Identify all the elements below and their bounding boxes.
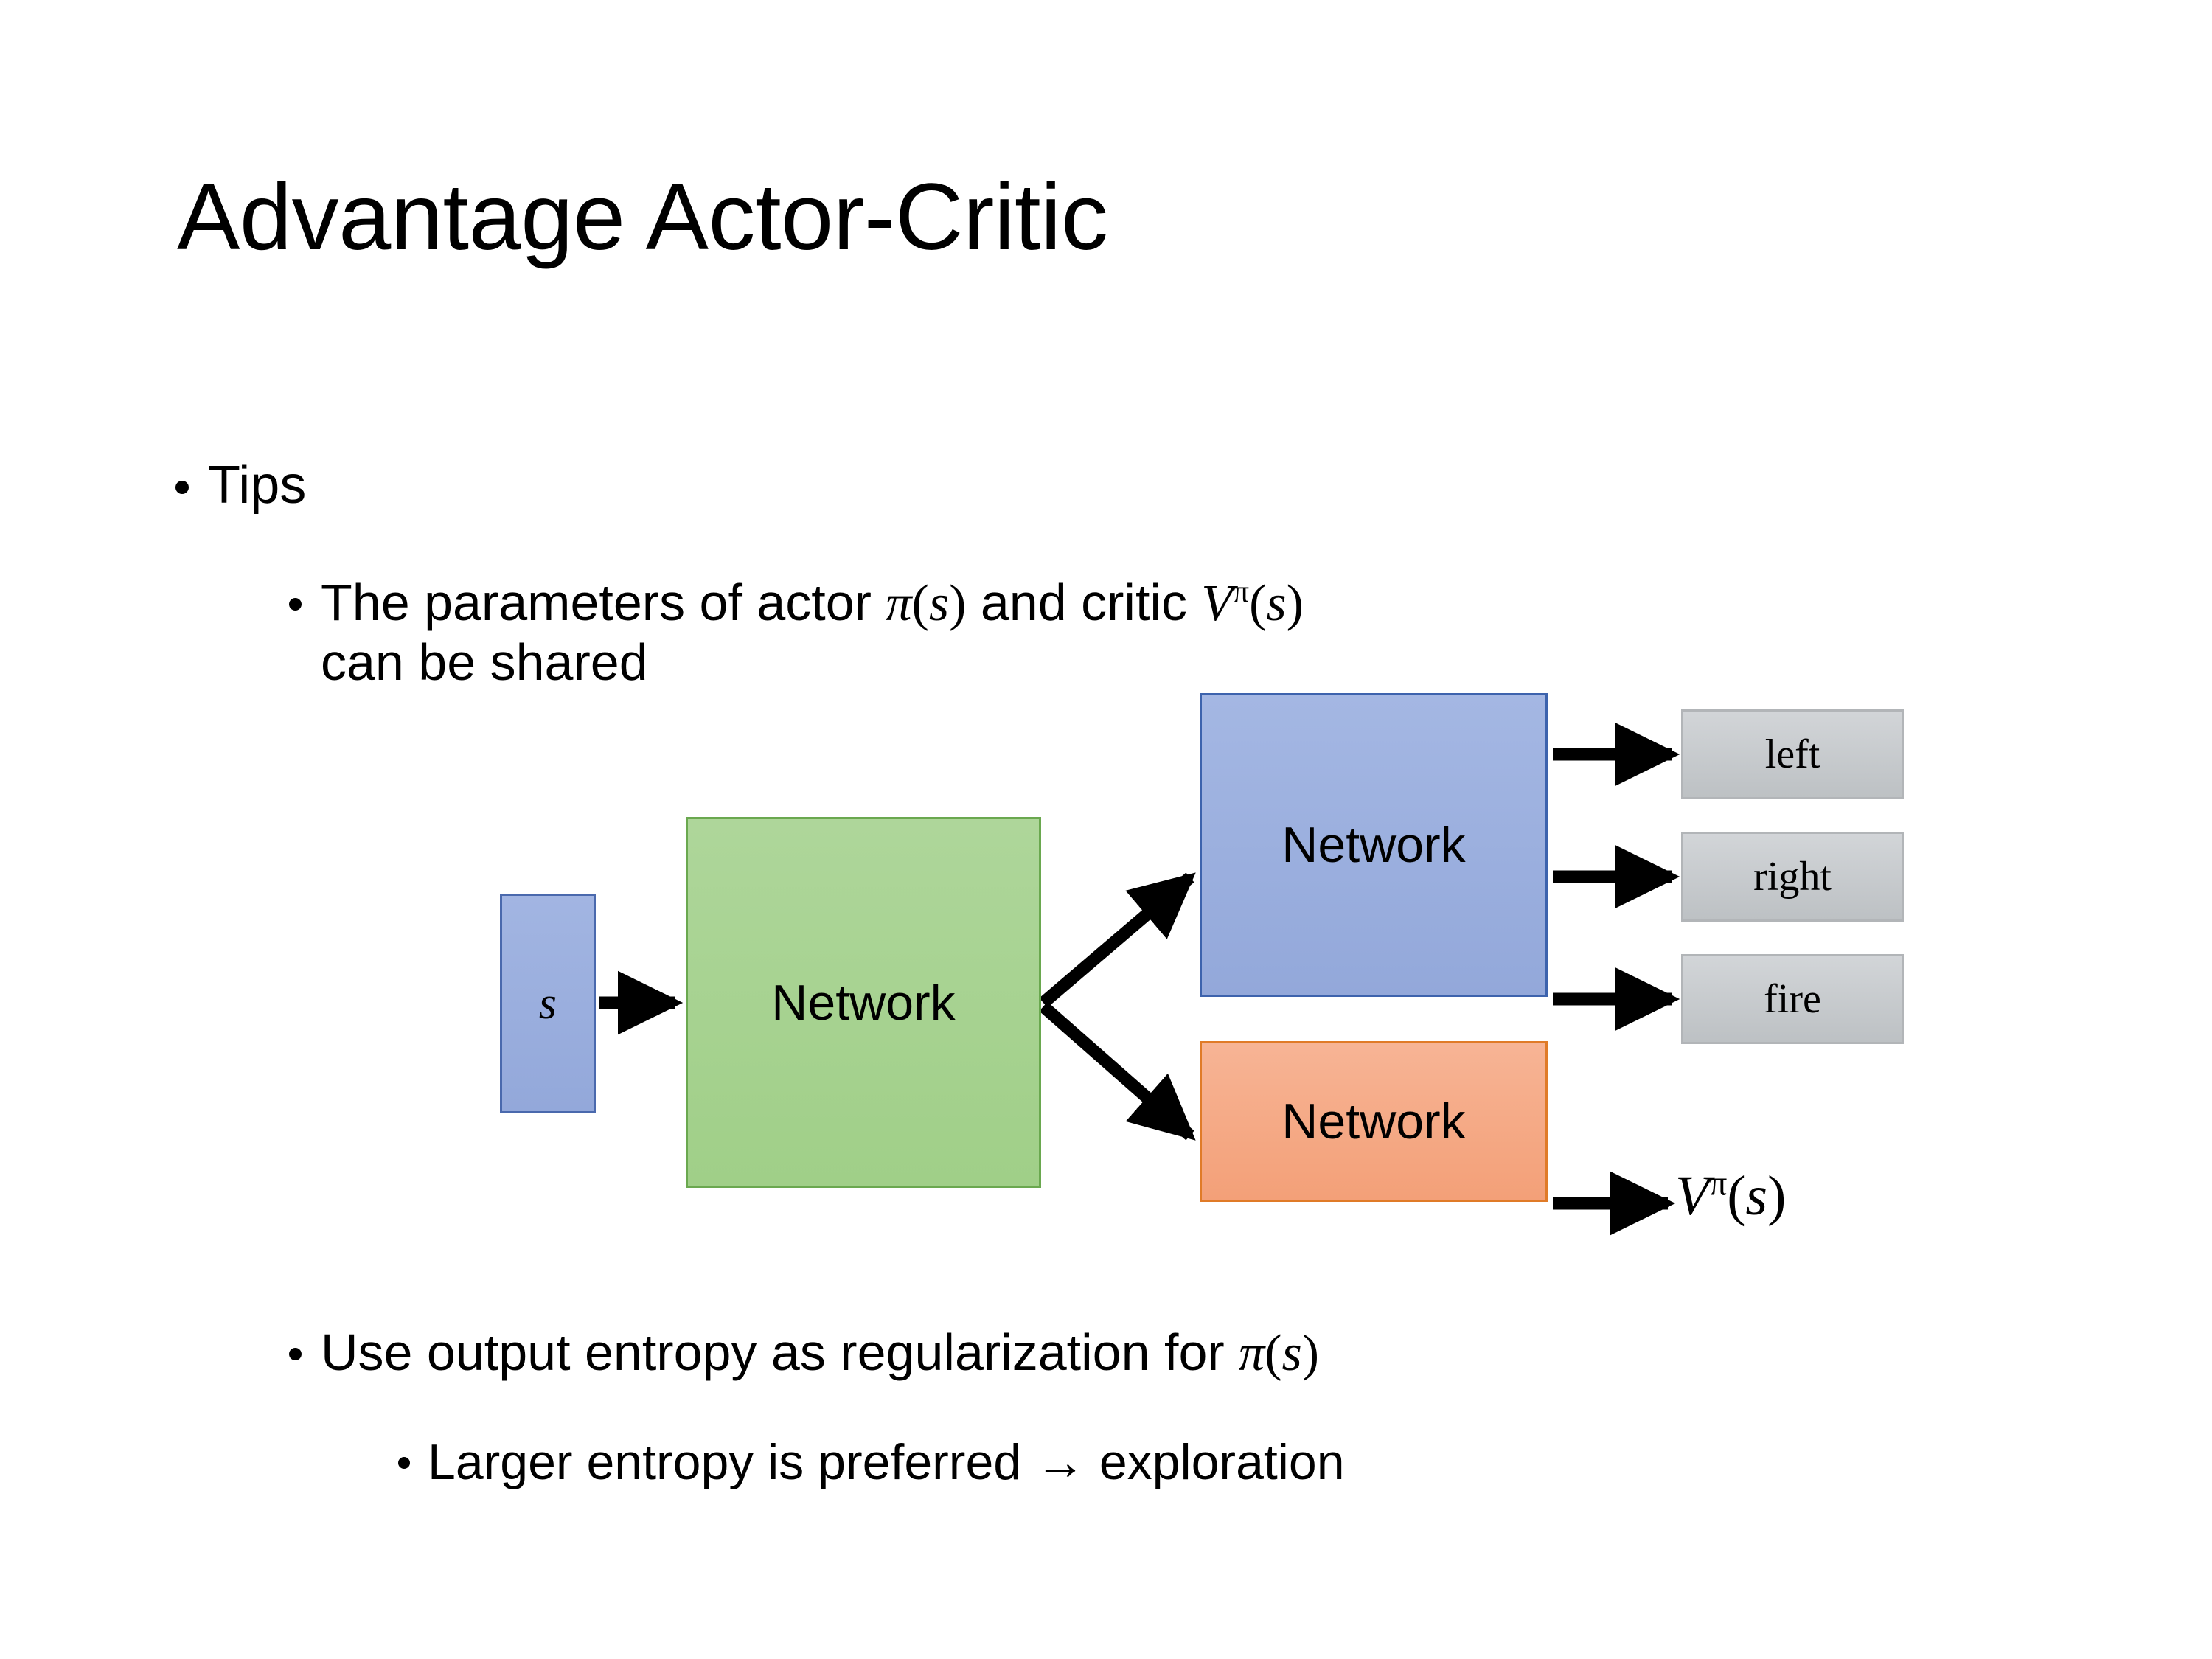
math-pi-superscript: π — [1233, 574, 1250, 610]
bullet-entropy-label: Use output entropy as regularization for… — [321, 1324, 1319, 1383]
math-pi: π — [886, 575, 912, 632]
text-params-mid: and critic — [966, 574, 1202, 631]
shared-network-box: Network — [686, 817, 1041, 1188]
arrow-shared-to-critic — [1039, 1001, 1196, 1141]
bullet-shared-parameters: The parameters of actor π(s) and critic … — [289, 574, 2073, 692]
math-rparen: ) — [1301, 1325, 1320, 1382]
output-box-fire: fire — [1681, 954, 1904, 1044]
bullet-larger-entropy-label: Larger entropy is preferred → exploratio… — [428, 1434, 1345, 1490]
math-V: V — [1201, 575, 1234, 632]
bullet-dot-icon — [289, 1324, 302, 1360]
math-lparen: ( — [1265, 1325, 1282, 1382]
output-box-left: left — [1681, 709, 1904, 799]
math-V: V — [1675, 1165, 1710, 1227]
critic-network-label: Network — [1281, 1093, 1466, 1150]
math-rparen: ) — [949, 575, 967, 632]
bullet-dot-icon — [175, 456, 189, 494]
critic-output-value: Vπ(s) — [1675, 1164, 1786, 1228]
math-rparen: ) — [1286, 575, 1304, 632]
text-entropy-pre: Use output entropy as regularization for — [321, 1324, 1239, 1381]
bullet-dot-icon — [289, 574, 302, 611]
state-input-box: s — [500, 894, 596, 1113]
math-lparen: ( — [1727, 1165, 1746, 1227]
bullet-shared-parameters-label: The parameters of actor π(s) and critic … — [321, 574, 1304, 692]
math-rparen: ) — [1767, 1165, 1787, 1227]
math-s: s — [1281, 1325, 1302, 1382]
bullet-dot-icon — [398, 1434, 410, 1469]
output-label-left: left — [1764, 731, 1820, 777]
output-label-fire: fire — [1764, 976, 1821, 1022]
bullet-tips: Tips — [175, 456, 306, 515]
arrow-shared-to-actor — [1039, 872, 1196, 1008]
math-lparen: ( — [911, 575, 929, 632]
math-pi: π — [1239, 1325, 1265, 1382]
output-label-right: right — [1753, 854, 1832, 900]
actor-network-label: Network — [1281, 817, 1466, 873]
shared-network-label: Network — [771, 974, 956, 1031]
math-s: s — [1745, 1165, 1768, 1227]
critic-network-box: Network — [1200, 1041, 1548, 1202]
output-box-right: right — [1681, 832, 1904, 922]
bullet-tips-label: Tips — [208, 456, 307, 515]
text-params-pre: The parameters of actor — [321, 574, 886, 631]
bullet-larger-entropy: Larger entropy is preferred → exploratio… — [398, 1434, 2079, 1492]
math-pi-superscript: π — [1709, 1164, 1728, 1203]
math-s: s — [928, 575, 950, 632]
actor-network-box: Network — [1200, 693, 1548, 997]
state-input-label: s — [538, 978, 557, 1029]
math-s: s — [1266, 575, 1287, 632]
bullet-entropy-regularization: Use output entropy as regularization for… — [289, 1324, 2073, 1383]
page-title: Advantage Actor-Critic — [177, 164, 1108, 270]
text-params-line2: can be shared — [321, 633, 648, 691]
math-lparen: ( — [1249, 575, 1267, 632]
